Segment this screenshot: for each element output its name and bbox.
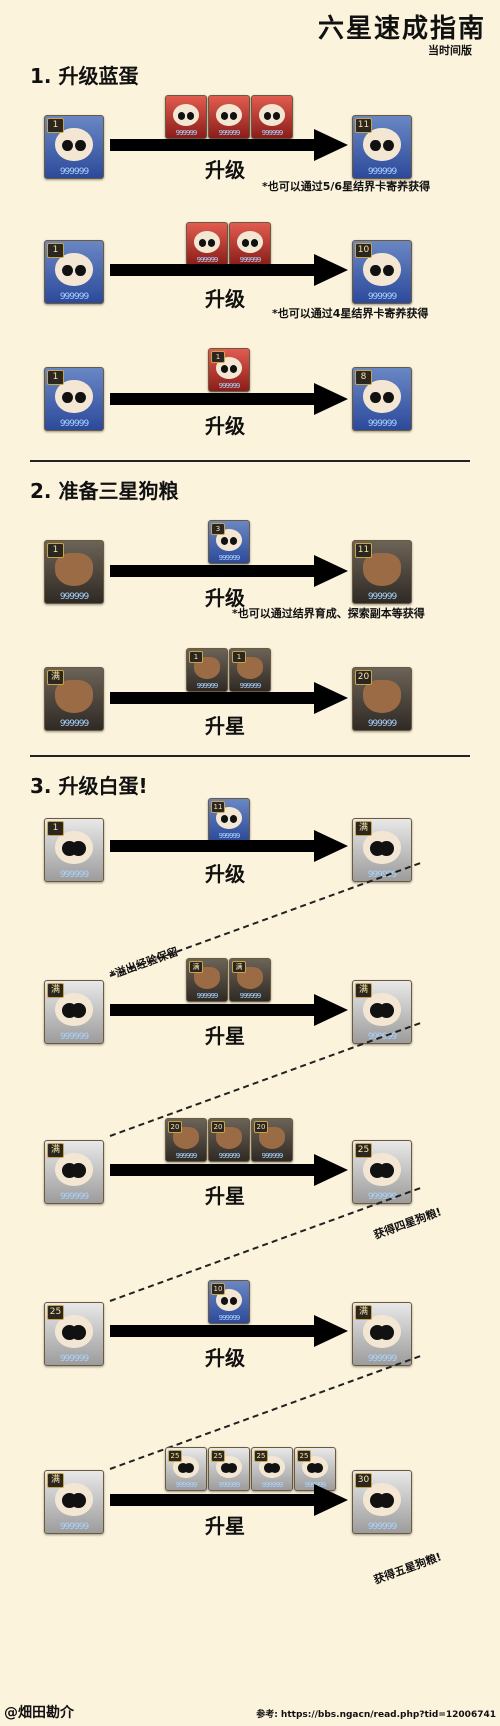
arrow: [110, 254, 348, 286]
red-daruma-tile: 999999: [229, 222, 271, 266]
section-3-title: 3. 升级白蛋!: [30, 774, 148, 798]
star-up-label: 升星: [205, 1514, 245, 1538]
note: *也可以通过5/6星结界卡寄养获得: [262, 180, 431, 193]
page-title: 六星速成指南: [317, 14, 486, 44]
upgrade-label: 升级: [205, 414, 245, 438]
arrow: [110, 994, 348, 1026]
upgrade-label: 升级: [205, 1346, 245, 1370]
section-2-title: 2. 准备三星狗粮: [30, 479, 179, 503]
star-up-label: 升星: [205, 714, 245, 738]
note: 获得五星狗粮!: [372, 1550, 444, 1587]
red-daruma-tile: 999999: [251, 95, 293, 139]
dashed-link: [109, 1187, 421, 1302]
arrow: [110, 1154, 348, 1186]
red-daruma-tile: 999999: [208, 95, 250, 139]
note: *也可以通过4星结界卡寄养获得: [272, 307, 429, 320]
reference-link[interactable]: 参考: https://bbs.ngacn/read.php?tid=12006…: [256, 1710, 496, 1720]
upgrade-label: 升级: [205, 287, 245, 311]
upgrade-label: 升级: [205, 862, 245, 886]
arrow: [110, 1315, 348, 1347]
note: *也可以通过结界育成、探索副本等获得: [232, 607, 425, 620]
author-credit: @畑田勘介: [4, 1705, 74, 1721]
note: *溢出经验保留: [108, 945, 180, 982]
red-daruma-tile: 999999: [186, 222, 228, 266]
page-subtitle: 当时间版: [428, 44, 472, 57]
upgrade-label: 升级: [205, 158, 245, 182]
arrow: [110, 830, 348, 862]
star-up-label: 升星: [205, 1184, 245, 1208]
arrow: [110, 682, 348, 714]
arrow: [110, 555, 348, 587]
star-up-label: 升星: [205, 1024, 245, 1048]
arrow: [110, 1484, 348, 1516]
arrow: [110, 129, 348, 161]
section-1-title: 1. 升级蓝蛋: [30, 64, 139, 88]
note: 获得四星狗粮!: [372, 1205, 444, 1242]
upgrade-label: 升级: [205, 586, 245, 610]
arrow: [110, 383, 348, 415]
section-divider: [30, 755, 470, 757]
red-daruma-tile: 999999: [165, 95, 207, 139]
section-divider: [30, 460, 470, 462]
